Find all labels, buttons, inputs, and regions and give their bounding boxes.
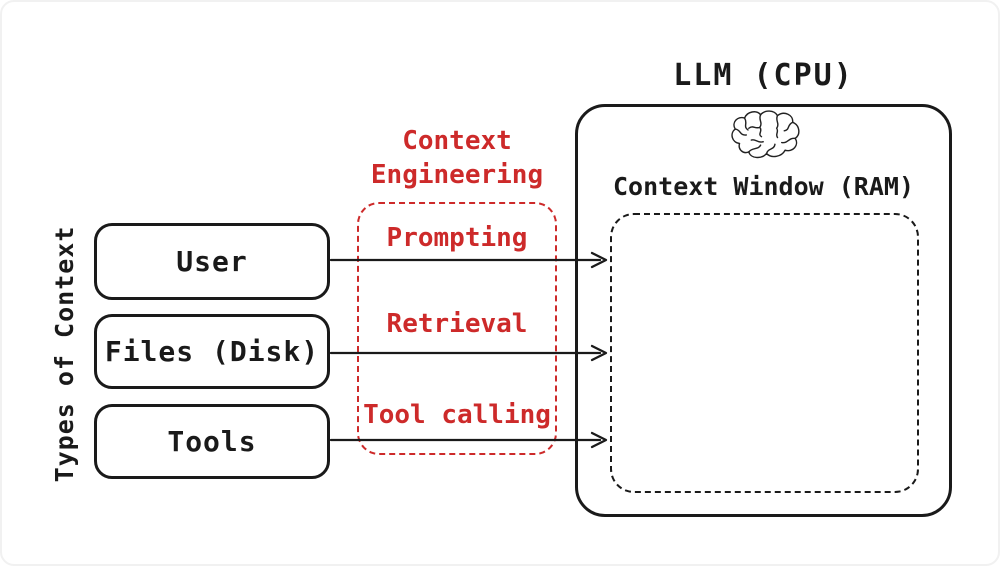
- step-tool-calling-label: Tool calling: [363, 400, 551, 430]
- context-window-ram-label: Context Window (RAM): [612, 172, 915, 201]
- llm-cpu-title: LLM (CPU): [673, 58, 854, 93]
- types-of-context-label: Types of Context: [50, 225, 79, 483]
- context-window-box: [610, 213, 919, 493]
- step-retrieval-label: Retrieval: [386, 309, 528, 339]
- step-prompting-label: Prompting: [386, 223, 528, 253]
- source-box-files-disk: Files (Disk): [94, 314, 330, 389]
- context-engineering-title-line1: Context: [402, 126, 512, 156]
- context-engineering-title: Context Engineering: [347, 124, 567, 192]
- llm-cpu-box: [575, 104, 952, 517]
- context-engineering-title-line2: Engineering: [370, 160, 544, 190]
- source-box-files-disk-label: Files (Disk): [104, 335, 320, 368]
- source-box-user-label: User: [176, 245, 248, 278]
- source-box-user: User: [94, 223, 330, 300]
- context-engineering-box: [357, 202, 557, 455]
- brain-doodle-icon: [731, 110, 800, 159]
- source-box-tools: Tools: [94, 404, 330, 479]
- source-box-tools-label: Tools: [167, 425, 257, 458]
